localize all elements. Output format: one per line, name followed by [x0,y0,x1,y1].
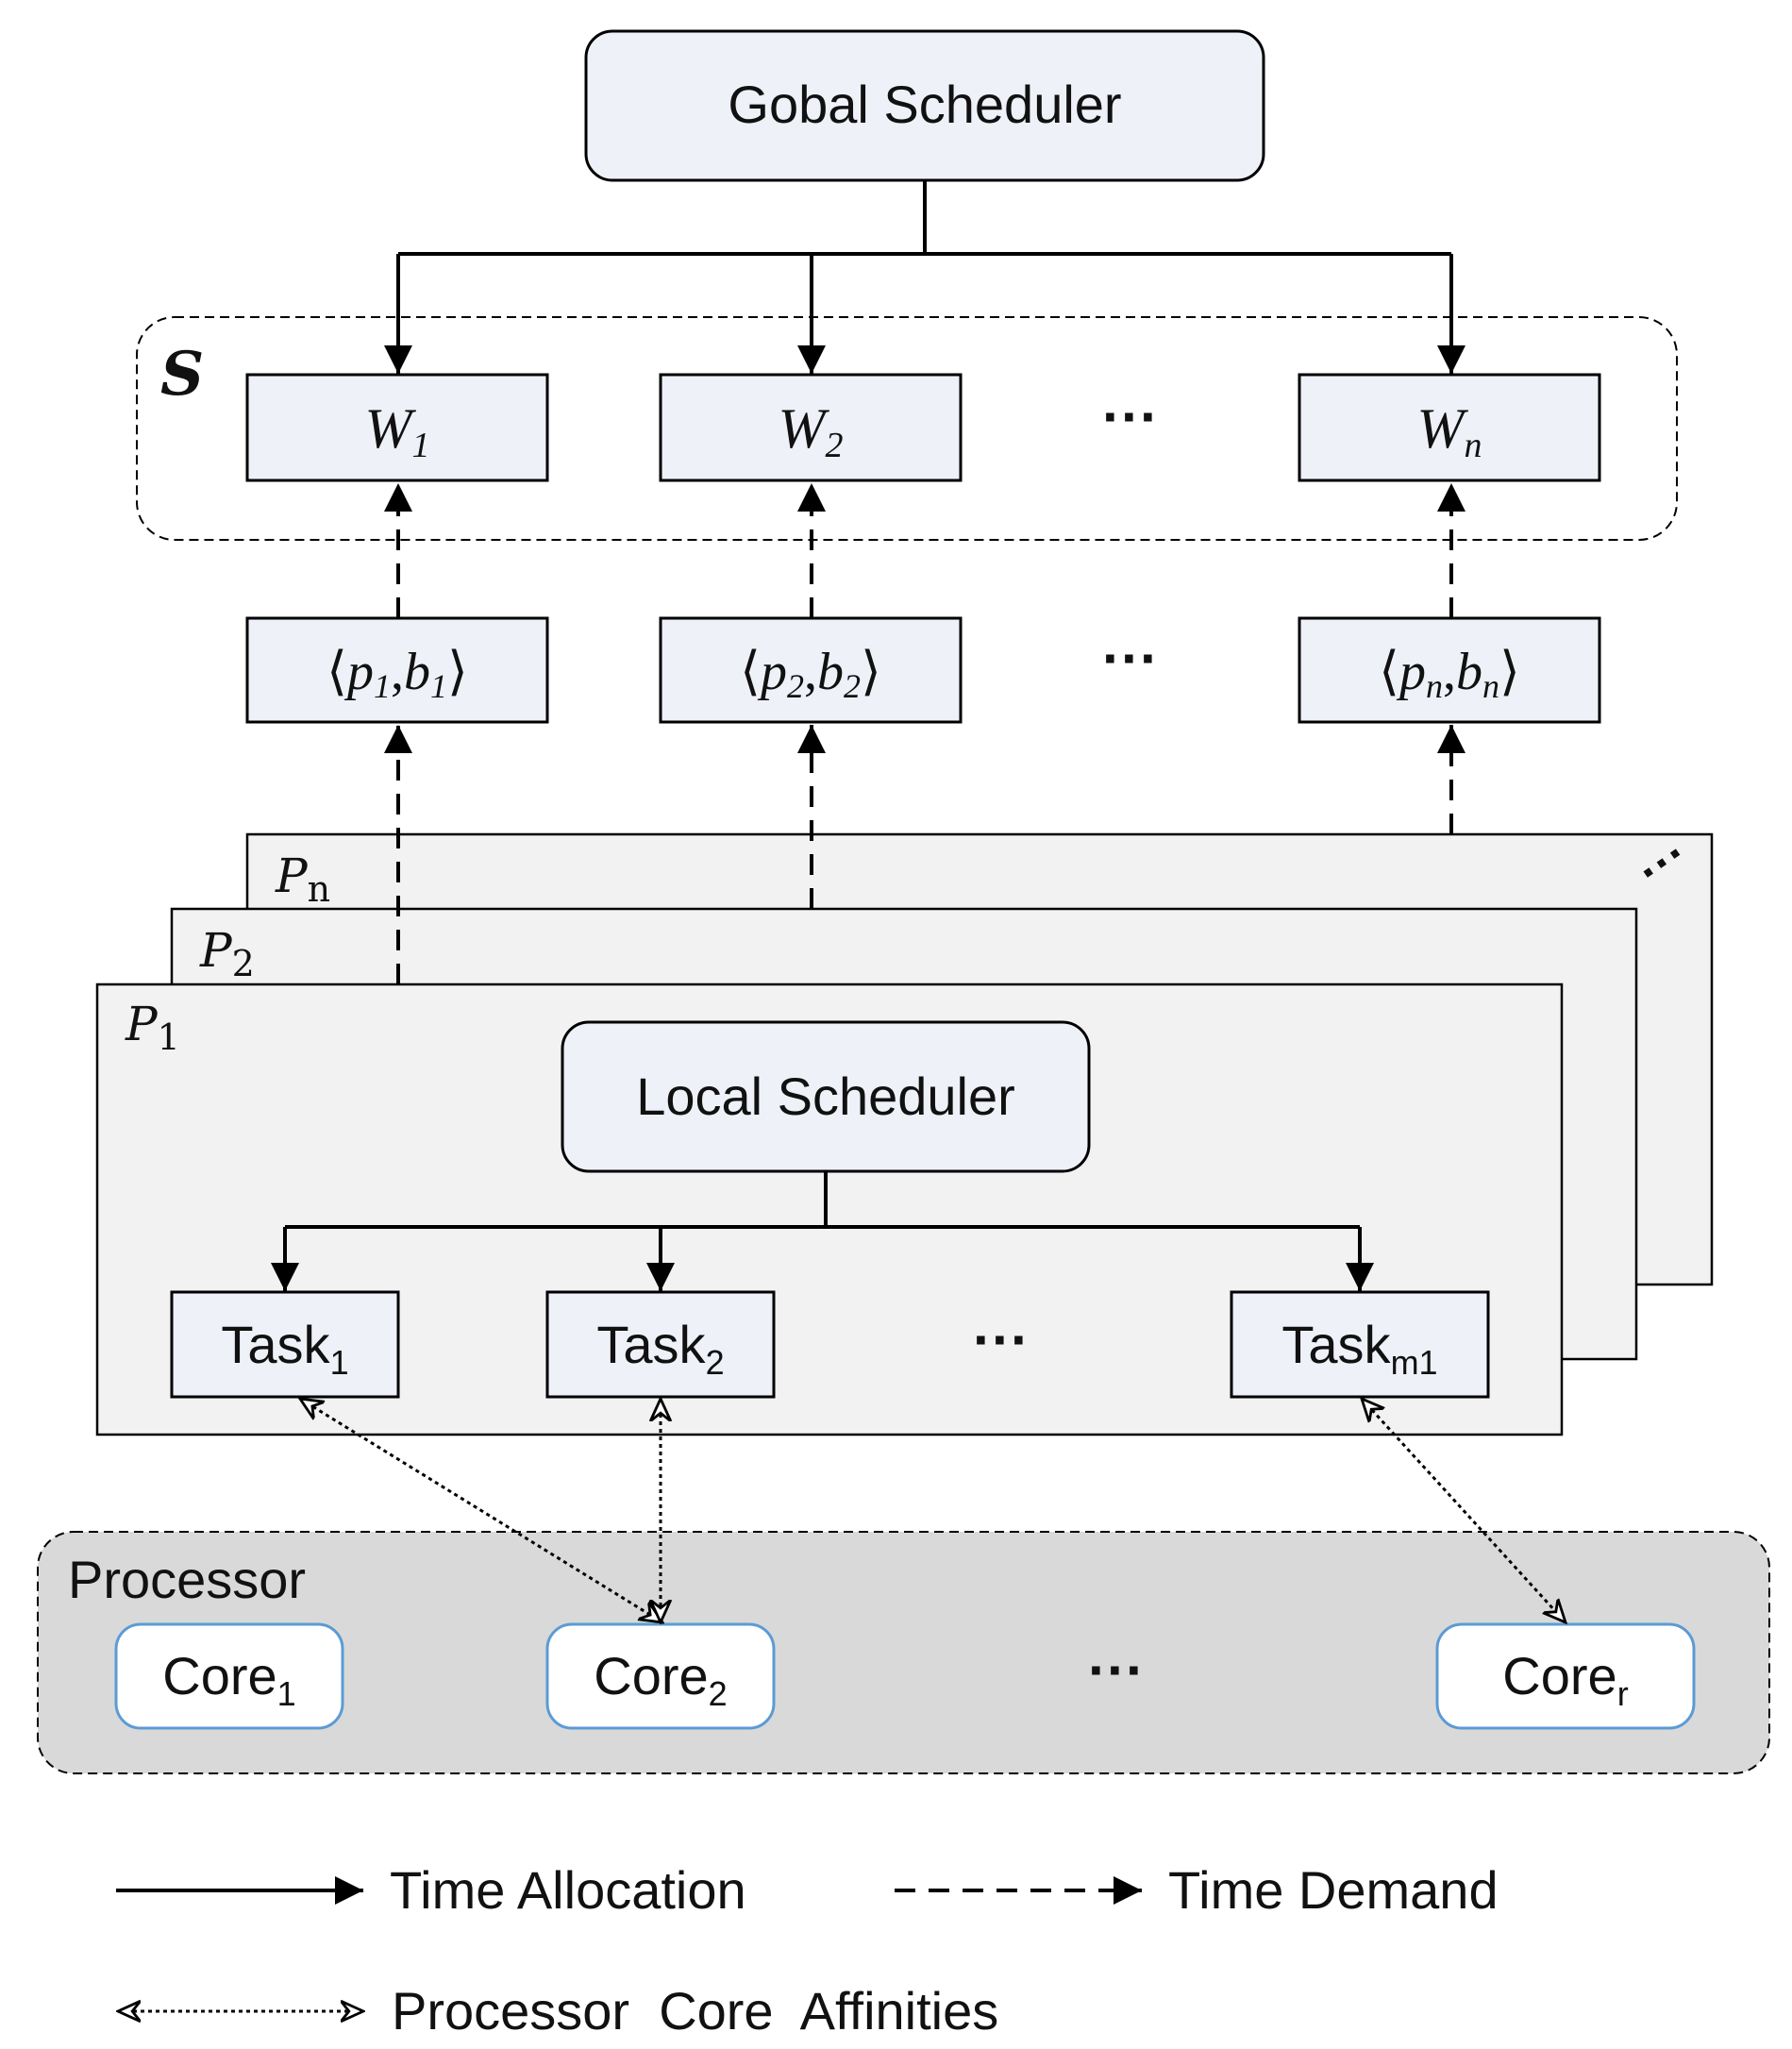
task-2-sub: 2 [706,1343,725,1382]
local-allocation-arrows [271,1171,1374,1291]
core-ellipsis: ··· [1088,1638,1145,1702]
core-1: Core1 [114,1622,344,1730]
task-2: Task2 [545,1290,776,1399]
interface-1: ⟨p1,b1⟩ [245,616,549,724]
partition-n-sub: n [308,868,330,910]
svg-text:Pn: Pn [275,848,330,910]
affinity-task1-core2 [300,1399,662,1622]
task-1: Task1 [170,1290,400,1399]
server-wn-name: W [1417,397,1469,460]
svg-text:P2: P2 [199,923,255,984]
legend-time-allocation: Time Allocation [390,1860,746,1920]
partition-n-name: P [275,848,309,903]
server-wn: Wn [1298,373,1601,482]
interface-1-p: p [343,643,374,701]
core-1-label: Core [162,1646,276,1705]
svg-text:Core2: Core2 [594,1646,727,1713]
svg-text:Core1: Core1 [162,1646,295,1713]
svg-text:Wn: Wn [1417,397,1482,465]
interface-n-p: p [1396,643,1426,701]
server-w2-name: W [779,397,830,460]
legend: Time Allocation Time Demand Processor Co… [116,1860,1499,2041]
core-1-sub: 1 [277,1674,296,1713]
svg-text:Task2: Task2 [596,1315,724,1382]
task-1-sub: 1 [330,1343,349,1382]
interface-2-b: b [817,643,844,701]
svg-text:W1: W1 [365,397,430,465]
interface-n-b-sub: n [1482,667,1499,705]
task-1-label: Task [221,1315,330,1374]
interface-2-p-sub: 2 [787,667,804,705]
server-w2-sub: 2 [825,426,843,465]
core-2-label: Core [594,1646,708,1705]
core-r: Corer [1435,1622,1696,1730]
interface-2-b-sub: 2 [844,667,861,705]
svg-text:W2: W2 [779,397,844,465]
server-w1-name: W [365,397,417,460]
task-m1-sub: m1 [1391,1343,1438,1382]
task-ellipsis: ··· [973,1308,1030,1371]
affinity-taskm1-corer [1362,1399,1566,1622]
server-w1: W1 [245,373,549,482]
interface-demand-arrows [384,483,1465,618]
svg-text:Taskm1: Taskm1 [1281,1315,1437,1382]
partition-demand-arrows [384,725,1465,984]
server-w2: W2 [659,373,963,482]
partition-1-name: P [125,997,159,1051]
partition-2-name: P [199,923,233,978]
server-wn-sub: n [1464,426,1482,465]
server-w1-sub: 1 [411,426,429,465]
legend-time-demand: Time Demand [1168,1860,1499,1920]
task-m1-label: Task [1281,1315,1391,1374]
interface-n-b: b [1456,643,1482,701]
interface-2: ⟨p2,b2⟩ [659,616,963,724]
server-set-boundary [136,316,1678,541]
server-ellipsis: ··· [1102,385,1159,448]
local-scheduler-label: Local Scheduler [636,1066,1015,1126]
svg-text:⟨p1,b1⟩: ⟨p1,b1⟩ [327,643,468,705]
interface-1-b: b [404,643,430,701]
local-scheduler-box: Local Scheduler [561,1020,1091,1173]
interface-1-p-sub: 1 [374,667,391,705]
legend-affinities: Processor Core Affinities [392,1981,998,2041]
task-m1: Taskm1 [1230,1290,1490,1399]
interface-n-p-sub: n [1426,667,1443,705]
global-scheduler-box: Gobal Scheduler [584,29,1265,182]
processor-label: Processor [68,1550,306,1609]
server-set-symbol: S [160,339,204,410]
core-r-sub: r [1617,1674,1629,1713]
task-2-label: Task [596,1315,706,1374]
affinity-arrows [300,1399,1566,1622]
svg-text:⟨p2,b2⟩: ⟨p2,b2⟩ [740,643,881,705]
core-2-sub: 2 [709,1674,728,1713]
core-r-label: Core [1502,1646,1616,1705]
interface-n: ⟨pn,bn⟩ [1298,616,1601,724]
svg-text:⟨pn,bn⟩: ⟨pn,bn⟩ [1379,643,1520,705]
interface-1-b-sub: 1 [430,667,447,705]
interface-ellipsis: ··· [1102,627,1159,690]
svg-text:Corer: Corer [1502,1646,1628,1713]
core-2: Core2 [545,1622,776,1730]
global-allocation-arrows [384,180,1465,374]
partition-1-sub: 1 [158,1016,180,1058]
interface-2-p: p [757,643,787,701]
svg-text:Task1: Task1 [221,1315,348,1382]
svg-text:P1: P1 [125,997,180,1058]
partition-2-sub: 2 [232,943,255,984]
global-scheduler-label: Gobal Scheduler [728,75,1121,134]
